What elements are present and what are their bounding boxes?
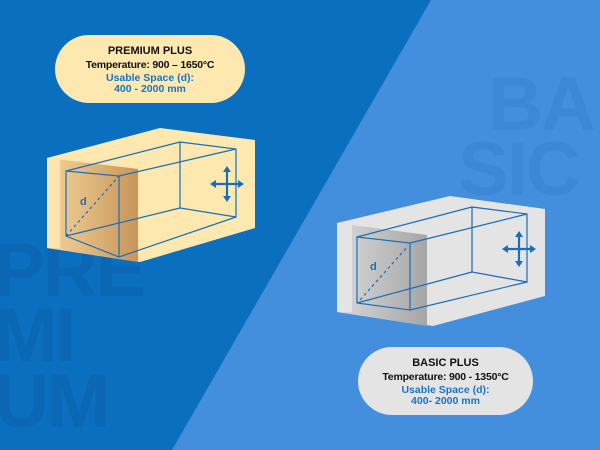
- premium-space-label: Usable Space (d):: [105, 72, 195, 84]
- premium-diagonal-label: d: [80, 196, 87, 208]
- basic-space-label: Usable Space (d):: [401, 384, 490, 396]
- watermark-line: SIC: [458, 127, 581, 213]
- premium-temperature: Temperature: 900 – 1650°C: [85, 59, 215, 71]
- basic-watermark: BA SIC: [458, 62, 600, 208]
- watermark-line: UM: [0, 358, 110, 444]
- watermark-line: MI: [0, 293, 76, 379]
- watermark-line: BA: [488, 62, 596, 147]
- basic-diagonal-label: d: [370, 261, 377, 273]
- basic-info-card: BASIC PLUS Temperature: 900 - 1350°C Usa…: [358, 347, 533, 415]
- premium-title: PREMIUM PLUS: [107, 45, 193, 57]
- four-way-arrow-icon: [502, 231, 536, 267]
- basic-title: BASIC PLUS: [412, 357, 479, 369]
- basic-space-value: 400- 2000 mm: [411, 395, 480, 407]
- premium-info-card: PREMIUM PLUS Temperature: 900 – 1650°C U…: [55, 35, 245, 103]
- basic-temperature: Temperature: 900 - 1350°C: [382, 371, 509, 383]
- premium-space-value: 400 - 2000 mm: [114, 83, 186, 95]
